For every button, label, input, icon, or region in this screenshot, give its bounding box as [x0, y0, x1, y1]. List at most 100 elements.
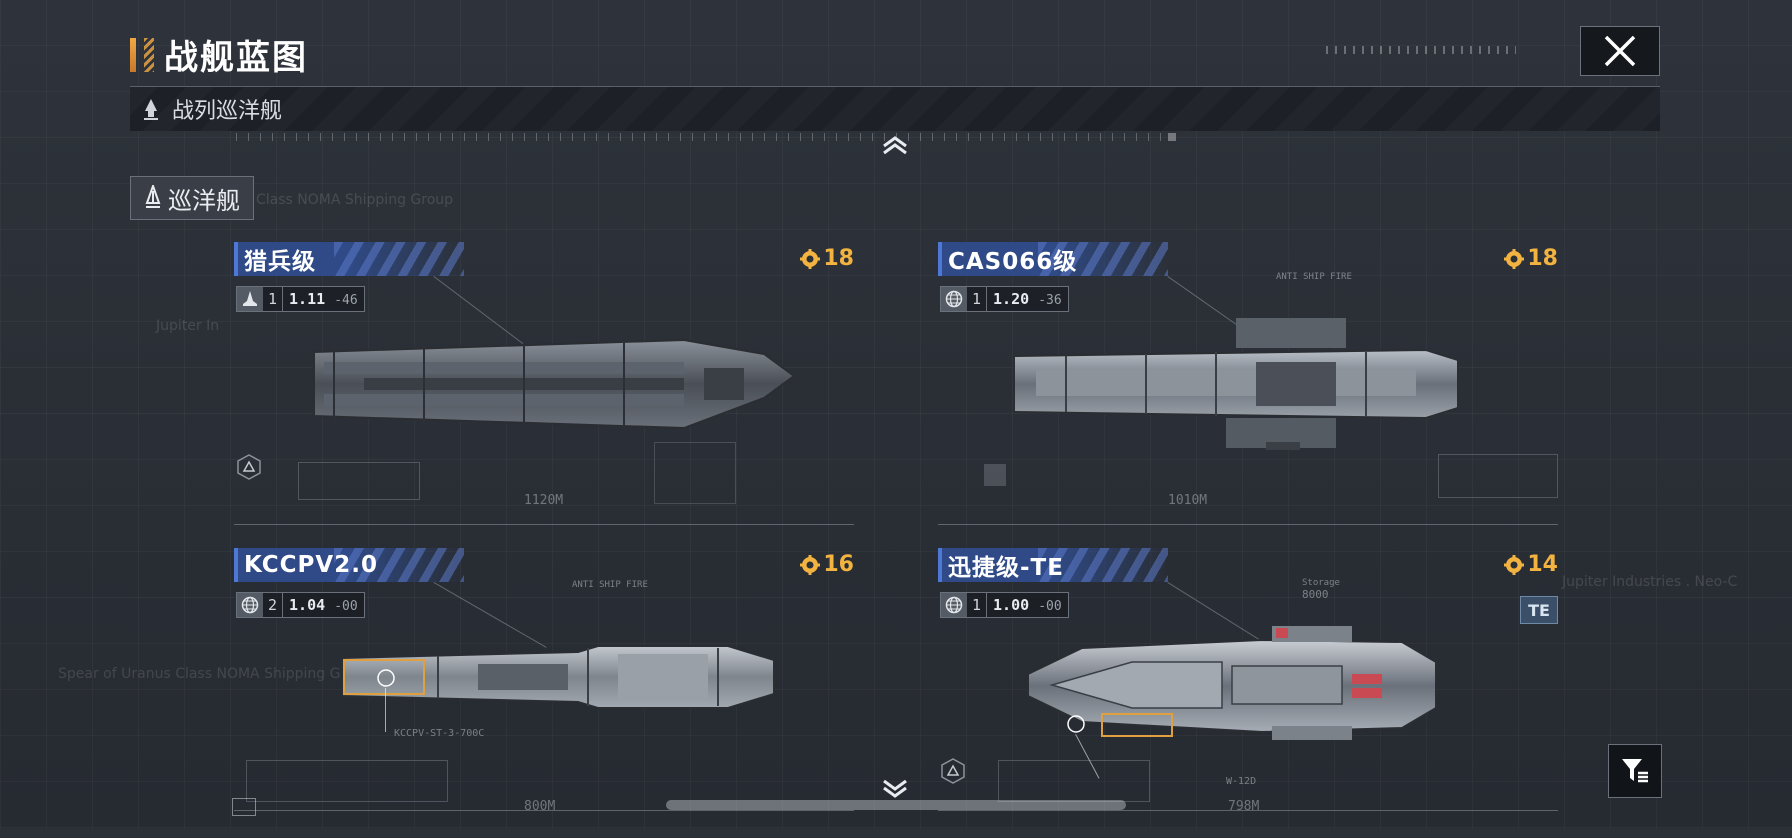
- ship-value-main: 1.20: [993, 290, 1030, 308]
- schematic-outline: [246, 760, 448, 802]
- bg-text-class-noma: Class NOMA Shipping Group: [256, 192, 454, 208]
- ship-value-main: 1.04: [289, 596, 326, 614]
- bg-text-spear: Spear of Uranus Class NOMA Shipping Grou…: [58, 666, 373, 682]
- ship-value-sub: -00: [1038, 599, 1062, 614]
- scale-label: 1010M: [1168, 493, 1208, 508]
- leader-line: [433, 582, 547, 648]
- top-ruler: [236, 133, 1166, 141]
- filter-icon: [1622, 759, 1648, 783]
- title-accent: [130, 37, 136, 72]
- schematic-outline: [654, 442, 736, 504]
- ship-stats-badge: 2 1.04 -00: [236, 592, 365, 618]
- ship-level: 1: [263, 287, 284, 311]
- globe-icon: [945, 290, 963, 308]
- resource-gear-icon: [800, 554, 821, 575]
- ship-cost: 14: [1504, 552, 1558, 577]
- subtab-label: 巡洋舰: [168, 186, 240, 215]
- target-ring-icon: [377, 669, 395, 687]
- scale-line: [234, 810, 854, 811]
- ship-card-cas066[interactable]: CAS066级 1 1.20 -36 18 ANTI SHIP FIRE 101…: [938, 242, 1558, 532]
- target-ring-icon: [1067, 715, 1085, 733]
- scale-label: 1120M: [524, 493, 564, 508]
- hex-marker-icon: [237, 454, 261, 480]
- ship-card-hunter[interactable]: 猎兵级 1 1.11 -46 18 1120M: [234, 242, 854, 532]
- ship-cost: 18: [1504, 246, 1558, 271]
- fighter-icon: [243, 291, 257, 306]
- page-header: 战舰蓝图: [130, 30, 308, 79]
- ship-cost-value: 18: [1527, 246, 1558, 271]
- ship-stats-badge: 1 1.20 -36: [940, 286, 1069, 312]
- ship-cost-value: 16: [823, 552, 854, 577]
- schematic-block: [232, 798, 256, 816]
- category-bar[interactable]: 战列巡洋舰: [130, 86, 1660, 131]
- ship-name-tag: 猎兵级: [234, 242, 464, 276]
- chevron-up-icon: [883, 136, 907, 155]
- scroll-up-button[interactable]: [880, 134, 910, 160]
- ship-card-kccpv[interactable]: KCCPV2.0 2 1.04 -00 16 ANTI SHIP FIRE KC…: [232, 548, 854, 838]
- globe-icon: [241, 596, 259, 614]
- ship-stats-badge: 1 1.00 -00: [940, 592, 1069, 618]
- schematic-outline: [298, 462, 420, 500]
- bg-text-jupiter-industries: Jupiter Industries . Neo-C: [1562, 574, 1738, 590]
- storage-label: Storage: [1302, 578, 1340, 588]
- battlecruiser-icon: [144, 99, 158, 120]
- close-button[interactable]: [1580, 26, 1660, 76]
- scroll-down-button[interactable]: [880, 778, 910, 804]
- resource-gear-icon: [1504, 554, 1525, 575]
- hex-marker-icon: [941, 758, 965, 784]
- storage-value: 8000: [1302, 588, 1329, 601]
- ship-level: 1: [967, 287, 988, 311]
- ruler-marker: [1168, 133, 1176, 141]
- schematic-outline: [1438, 454, 1558, 498]
- ship-image-kccpv: [341, 645, 775, 709]
- subtab-cruiser[interactable]: 巡洋舰: [130, 176, 254, 220]
- ship-name: KCCPV2.0: [244, 552, 378, 578]
- ship-value-sub: -46: [334, 293, 358, 308]
- te-tag: TE: [1520, 596, 1558, 624]
- ship-card-swift-te[interactable]: 迅捷级-TE 1 1.00 -00 14 TE Storage 8000 W-1…: [938, 548, 1558, 838]
- ship-name: 迅捷级-TE: [948, 555, 1064, 581]
- scrollbar[interactable]: [666, 800, 1126, 810]
- ship-level: 1: [967, 593, 988, 617]
- resource-gear-icon: [800, 248, 821, 269]
- part-callout-label: W-12D: [1226, 776, 1257, 787]
- close-icon: [1604, 35, 1636, 67]
- bg-text-jupiter: Jupiter In: [156, 318, 220, 334]
- callout-label: ANTI SHIP FIRE: [572, 580, 648, 590]
- ship-cost: 18: [800, 246, 854, 271]
- ship-name-tag: 迅捷级-TE: [938, 548, 1168, 582]
- ship-value-sub: -36: [1038, 293, 1062, 308]
- part-callout-line: [385, 688, 386, 732]
- chevron-down-icon: [883, 779, 907, 798]
- ship-cost-value: 14: [1527, 552, 1558, 577]
- ship-image-cas066: [1013, 318, 1459, 450]
- ship-cost: 16: [800, 552, 854, 577]
- callout-label: ANTI SHIP FIRE: [1276, 272, 1352, 282]
- ship-level: 2: [263, 593, 284, 617]
- part-callout-label: KCCPV-ST-3-700C: [394, 728, 485, 739]
- ship-cost-value: 18: [823, 246, 854, 271]
- ship-name-tag: CAS066级: [938, 242, 1168, 276]
- ship-image-swift-te: [1027, 626, 1437, 740]
- ship-name: 猎兵级: [244, 249, 316, 275]
- ship-value-sub: -00: [334, 599, 358, 614]
- page-title: 战舰蓝图: [164, 38, 308, 78]
- cruiser-icon: [145, 185, 161, 208]
- ship-value-main: 1.11: [289, 290, 326, 308]
- schematic-block: [984, 464, 1006, 486]
- ship-stats-badge: 1 1.11 -46: [236, 286, 365, 312]
- scale-label: 800M: [524, 799, 556, 814]
- title-accent-stripes: [144, 37, 154, 72]
- filter-button[interactable]: [1608, 744, 1662, 798]
- ship-name-tag: KCCPV2.0: [234, 548, 464, 582]
- scale-line: [938, 810, 1558, 811]
- scale-line: [938, 524, 1558, 525]
- ship-value-main: 1.00: [993, 596, 1030, 614]
- ship-name: CAS066级: [948, 249, 1078, 275]
- ship-image-hunter: [313, 338, 796, 430]
- header-tick-marks: [1326, 46, 1516, 54]
- scale-label: 798M: [1228, 799, 1260, 814]
- globe-icon: [945, 596, 963, 614]
- category-label: 战列巡洋舰: [172, 99, 283, 124]
- schematic-outline: [998, 760, 1150, 802]
